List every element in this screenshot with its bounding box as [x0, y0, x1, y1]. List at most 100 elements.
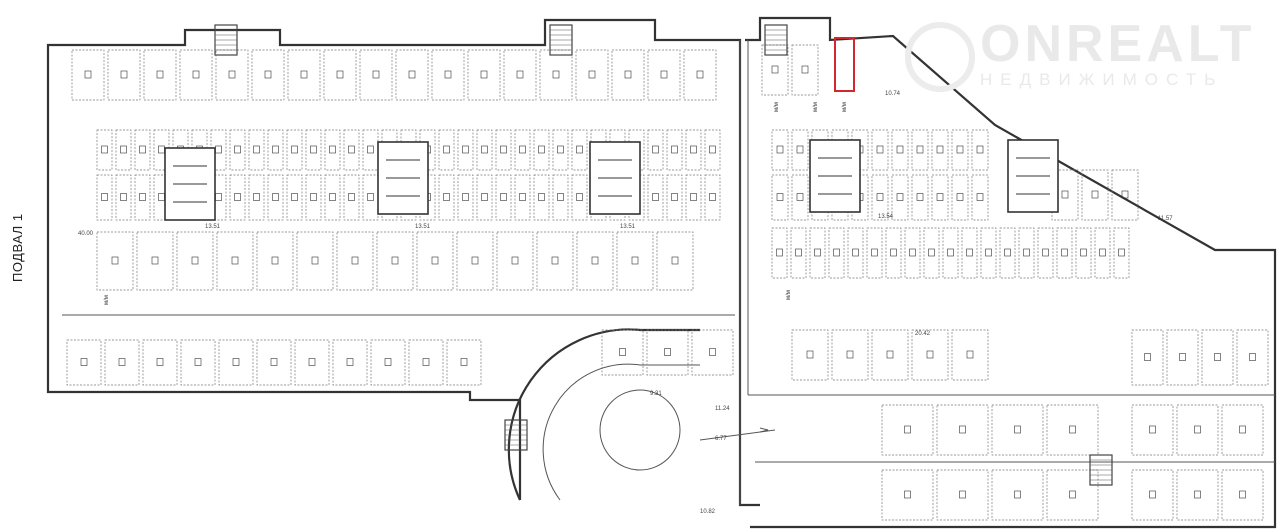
stall-label: м/м	[813, 102, 819, 112]
car-icon	[367, 193, 374, 201]
car-icon	[1061, 190, 1069, 199]
car-icon	[926, 350, 934, 359]
car-icon	[120, 193, 127, 201]
car-icon	[664, 348, 671, 356]
car-icon	[619, 348, 626, 356]
car-icon	[270, 358, 278, 366]
parking-stall	[911, 174, 929, 221]
parking-stall	[136, 231, 174, 291]
parking-stall	[904, 227, 921, 279]
car-icon	[253, 193, 260, 201]
dimension-label: 13.54	[878, 214, 894, 220]
dimension-label: 20.42	[915, 331, 931, 337]
car-icon	[194, 358, 202, 366]
parking-stall	[71, 49, 105, 101]
car-icon	[1144, 353, 1151, 361]
parking-stall	[256, 231, 294, 291]
parking-stall	[911, 329, 949, 381]
car-icon	[671, 145, 678, 154]
car-icon	[916, 145, 924, 154]
parking-stall	[691, 329, 734, 376]
car-icon	[1023, 248, 1030, 257]
car-icon	[101, 193, 108, 201]
parking-stall	[871, 129, 889, 171]
parking-stall	[179, 49, 213, 101]
parking-stall	[336, 231, 374, 291]
parking-stall	[229, 174, 246, 221]
car-icon	[481, 145, 488, 154]
car-icon	[709, 348, 716, 356]
parking-stall	[503, 49, 537, 101]
car-icon	[329, 145, 336, 154]
car-icon	[557, 145, 564, 154]
parking-stall	[419, 129, 436, 171]
car-icon	[985, 248, 992, 257]
car-icon	[909, 248, 916, 257]
car-icon	[896, 193, 904, 201]
parking-stall	[1166, 329, 1199, 386]
car-icon	[956, 193, 964, 201]
car-icon	[422, 358, 430, 366]
car-icon	[557, 193, 564, 201]
parking-stall	[495, 129, 512, 171]
parking-stall	[1221, 404, 1264, 456]
car-icon	[120, 70, 128, 79]
car-icon	[1121, 190, 1129, 199]
car-icon	[576, 145, 583, 154]
car-icon	[443, 145, 450, 154]
car-icon	[471, 256, 479, 265]
parking-stall	[438, 129, 455, 171]
parking-stall	[871, 174, 889, 221]
parking-stall	[210, 174, 227, 221]
car-icon	[191, 256, 199, 265]
spiral-ramp	[507, 328, 776, 501]
parking-stall	[514, 129, 531, 171]
car-icon	[118, 358, 126, 366]
car-icon	[696, 70, 704, 79]
car-icon	[443, 193, 450, 201]
car-icon	[631, 256, 639, 265]
parking-stall	[267, 129, 284, 171]
parking-stall	[210, 129, 227, 171]
parking-stall	[495, 174, 512, 221]
parking-stall	[286, 129, 303, 171]
parking-stall	[248, 174, 265, 221]
car-icon	[976, 193, 984, 201]
parking-stall	[134, 174, 151, 221]
parking-stall	[1131, 469, 1174, 521]
parking-stall	[1018, 227, 1035, 279]
parking-stall	[251, 49, 285, 101]
parking-stall	[936, 469, 989, 521]
parking-stall	[647, 49, 681, 101]
car-icon	[871, 248, 878, 257]
car-icon	[1014, 490, 1021, 499]
parking-stall	[666, 129, 683, 171]
highlighted-parking-space[interactable]	[834, 37, 855, 92]
parking-stall	[971, 129, 989, 171]
car-icon	[904, 425, 911, 434]
stall-labels: м/м м/м м/м м/м м/м	[104, 102, 848, 305]
car-icon	[538, 193, 545, 201]
car-icon	[348, 193, 355, 201]
parking-stall	[601, 329, 644, 376]
parking-stall	[831, 329, 869, 381]
parking-stall	[431, 49, 465, 101]
car-icon	[1014, 425, 1021, 434]
car-icon	[462, 145, 469, 154]
car-icon	[814, 248, 821, 257]
parking-stall	[1236, 329, 1269, 386]
car-icon	[966, 350, 974, 359]
stall-label: м/м	[842, 102, 848, 112]
parking-stall	[216, 231, 254, 291]
stall-label: м/м	[786, 290, 792, 300]
parking-stall	[287, 49, 321, 101]
parking-stall	[771, 227, 788, 279]
parking-stall	[961, 227, 978, 279]
car-icon	[372, 70, 380, 79]
parking-stall	[533, 174, 550, 221]
parking-stall	[457, 174, 474, 221]
parking-stall	[362, 174, 379, 221]
car-icon	[291, 145, 298, 154]
car-icon	[192, 70, 200, 79]
car-icon	[591, 256, 599, 265]
